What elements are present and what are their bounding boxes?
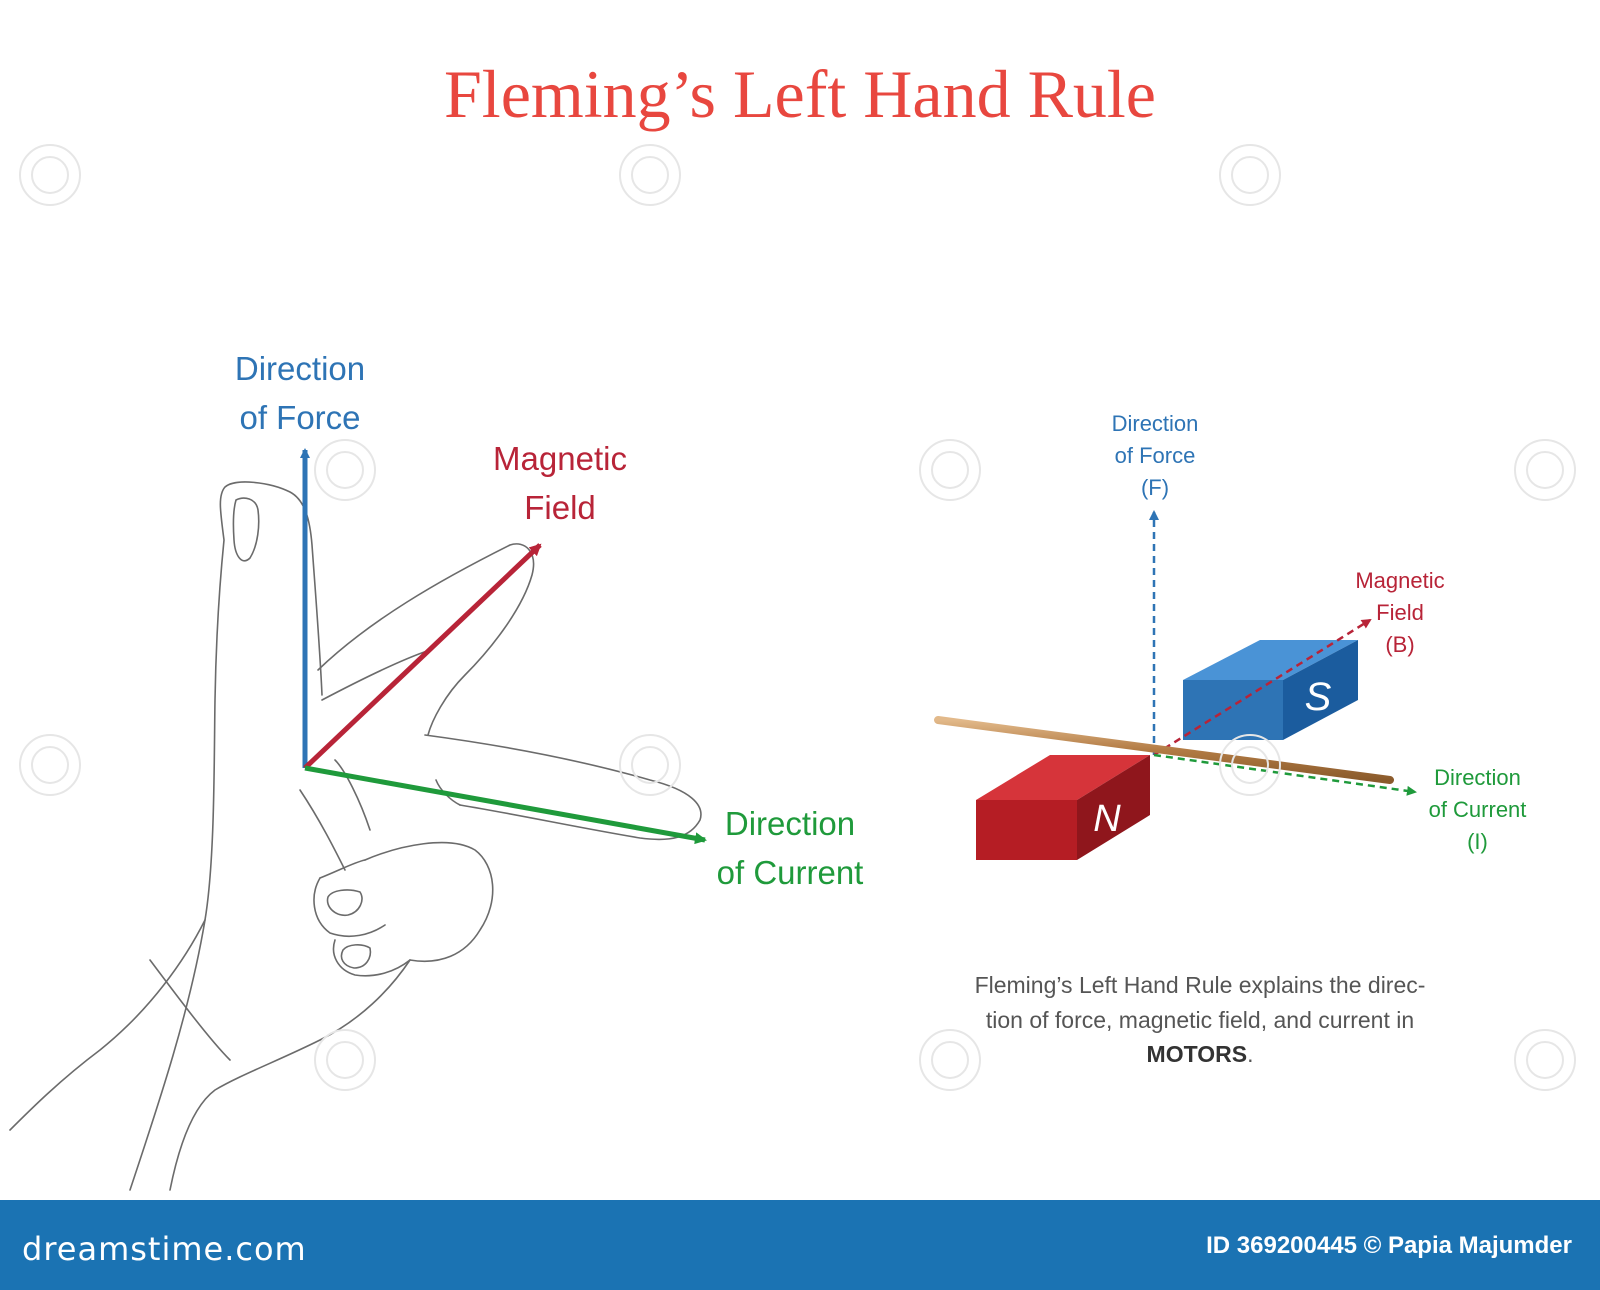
hand-outline (9, 481, 702, 1191)
motor-field-label: Magnetic Field (B) (1355, 568, 1445, 657)
hand-field-label: Magnetic Field (493, 440, 627, 526)
motor-diagram (934, 510, 1417, 860)
image-credit: ID 369200445 © Papia Majumder (1206, 1232, 1572, 1259)
current-vector (304, 765, 707, 845)
south-magnet (1183, 640, 1358, 740)
caption: Fleming’s Left Hand Rule explains the di… (940, 968, 1460, 1072)
motor-field-vector (1153, 618, 1372, 757)
caption-line-1: Fleming’s Left Hand Rule explains the di… (974, 972, 1426, 998)
caption-line-3: MOTORS. (940, 1037, 1460, 1072)
watermark-pattern (19, 144, 1576, 1091)
motor-current-label: Direction of Current (I) (1428, 765, 1527, 854)
caption-line-2: tion of force, magnetic field, and curre… (985, 1006, 1415, 1033)
south-magnet-label: S (1304, 675, 1332, 719)
page-title: Fleming’s Left Hand Rule (443, 56, 1156, 132)
conductor-wire (934, 716, 1394, 784)
caption-bold-word: MOTORS (1146, 1041, 1248, 1067)
hand-force-label: Direction of Force (234, 350, 366, 436)
caption-suffix: . (1247, 1041, 1254, 1067)
north-magnet-label: N (1093, 798, 1121, 840)
field-vector (303, 543, 542, 770)
hand-current-label: Direction of Current (716, 805, 864, 891)
motor-force-label: Direction of Force (F) (1111, 411, 1199, 500)
north-magnet (976, 755, 1150, 860)
motor-current-vector (1153, 753, 1417, 796)
footer-bar: dreamstime.com ID 369200445 © Papia Maju… (0, 1200, 1600, 1290)
dreamstime-logo[interactable]: dreamstime.com (22, 1230, 307, 1268)
